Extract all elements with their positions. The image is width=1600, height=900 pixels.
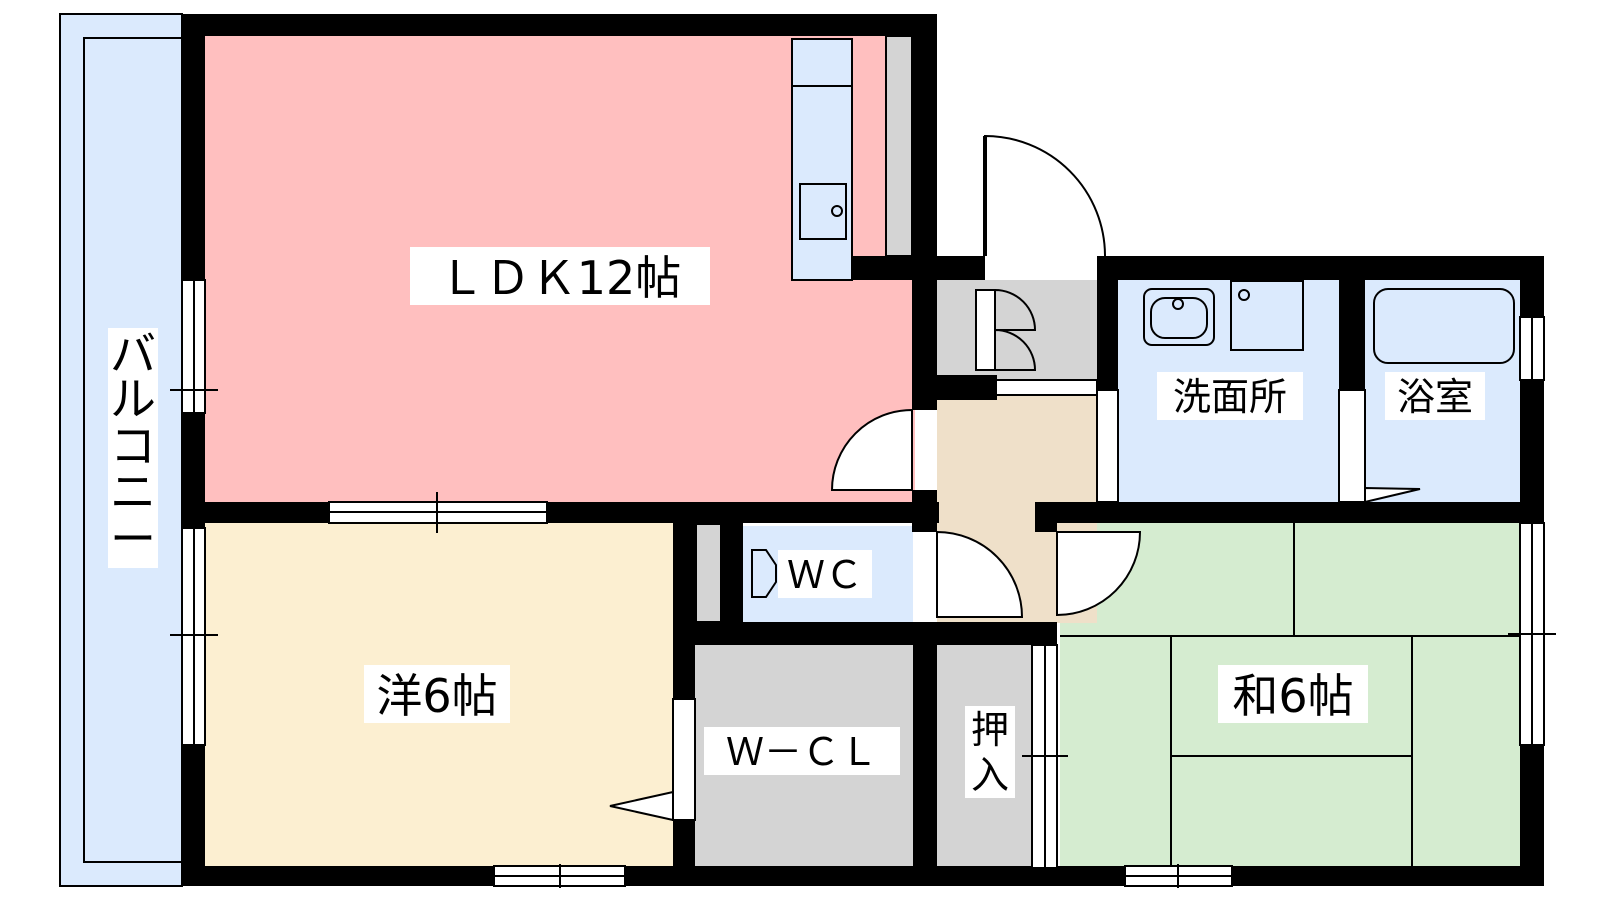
- balcony-label-5: ー: [110, 512, 156, 566]
- entrance-door: [984, 134, 1106, 257]
- bathtub: [1373, 288, 1515, 364]
- balcony-label-1: バ: [110, 327, 156, 381]
- bath-door: [1338, 389, 1366, 503]
- washing-machine-space: [1230, 280, 1304, 351]
- wcl-sliding-door: [672, 698, 696, 821]
- japanese-door: [1056, 531, 1142, 617]
- oshiire-label-1: 押: [971, 708, 1009, 752]
- walls: [182, 14, 1544, 886]
- ldk-door: [830, 408, 913, 491]
- balcony-label-2: ル: [110, 372, 156, 426]
- wc-door: [936, 530, 1024, 618]
- ldk-side-storage: [885, 35, 913, 257]
- sink-drain: [831, 205, 843, 217]
- kitchen-counter: [791, 38, 853, 281]
- wc-label: ＷＣ: [787, 553, 863, 597]
- room-labels: ＬＤＫ12帖 洋6帖 和6帖 洗面所 浴室 ＷＣ Ｗ－ＣＬ 押 入 バ ル コ …: [108, 247, 1485, 798]
- swing-doors: [830, 134, 1142, 618]
- ldk-label: ＬＤＫ12帖: [439, 251, 682, 305]
- balcony-label-4: ニ: [110, 465, 156, 519]
- balcony-label-3: コ: [110, 419, 156, 473]
- tatami-lines: [1060, 523, 1530, 868]
- oshiire-label-2: 入: [971, 753, 1009, 797]
- kitchen-sink: [799, 183, 847, 240]
- japanese-label: 和6帖: [1232, 669, 1353, 723]
- wcl-label: Ｗ－ＣＬ: [726, 730, 878, 774]
- shoe-cabinet: [975, 289, 996, 371]
- washroom-fixtures: [1143, 280, 1304, 351]
- sliding-doors: [609, 389, 1421, 869]
- washroom-door: [1096, 389, 1119, 503]
- toilet: [751, 549, 777, 598]
- entry-floor-line: [994, 379, 1098, 396]
- wc-side-storage: [695, 523, 722, 623]
- windows: [170, 279, 1556, 888]
- western-label: 洋6帖: [376, 669, 497, 723]
- bath-label: 浴室: [1397, 375, 1473, 419]
- washroom-label: 洗面所: [1173, 375, 1287, 419]
- wash-basin: [1143, 288, 1215, 346]
